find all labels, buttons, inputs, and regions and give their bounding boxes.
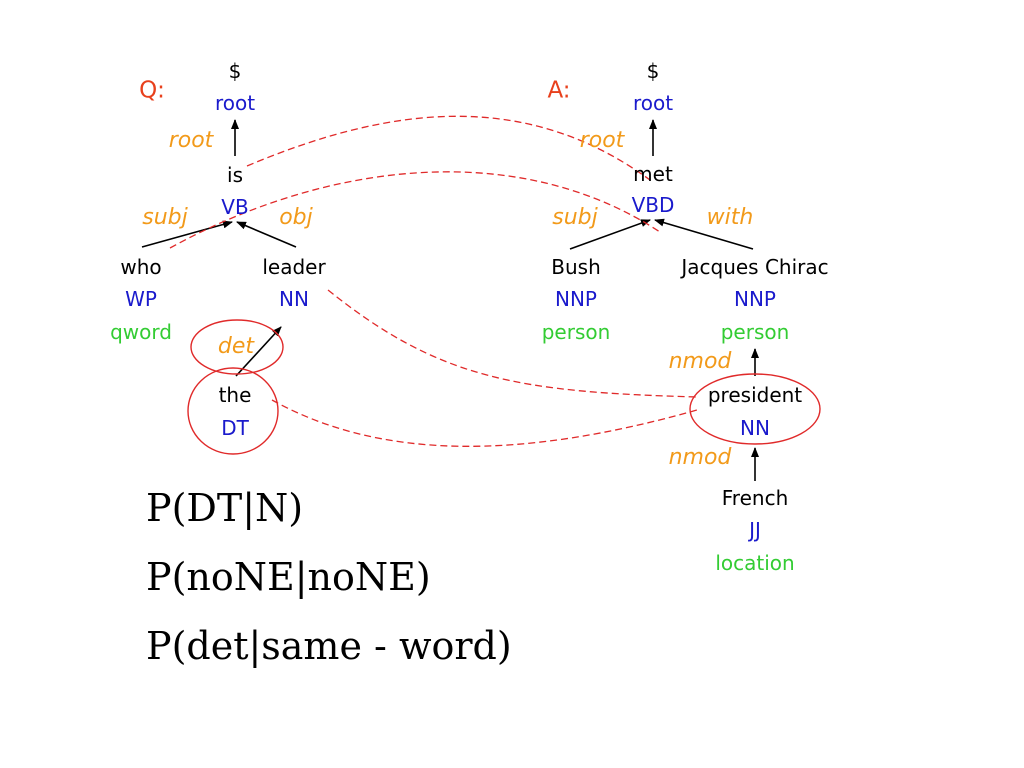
formula-det-given-same-word: P(det|same - word) — [146, 624, 512, 668]
q-pos-who: WP — [125, 287, 157, 311]
q-word-who: who — [120, 255, 162, 279]
q-subj-arrow — [141, 220, 233, 248]
q-root-symbol: $ — [228, 59, 242, 83]
a-word-french: French — [721, 486, 789, 510]
a-rel-subj: subj — [552, 205, 598, 230]
alignment-leader-president — [327, 289, 698, 398]
answer-marker: A: — [547, 77, 571, 104]
a-pos-met: VBD — [631, 193, 675, 217]
a-with-arrow — [654, 218, 754, 250]
q-pos-the: DT — [221, 416, 249, 440]
alignment-the-president — [271, 399, 698, 447]
a-word-met: met — [633, 162, 673, 186]
a-word-bush: Bush — [551, 255, 601, 279]
a-word-chirac: Jacques Chirac — [681, 255, 829, 279]
q-word-is: is — [227, 163, 243, 187]
president-highlight-circle — [689, 373, 821, 445]
q-ne-who: qword — [110, 320, 172, 344]
a-root-pos: root — [632, 91, 674, 115]
formula-dt-given-n: P(DT|N) — [146, 486, 304, 530]
q-word-the: the — [218, 383, 252, 407]
a-ne-bush: person — [541, 320, 611, 344]
a-pos-bush: NNP — [555, 287, 597, 311]
q-root-pos: root — [214, 91, 256, 115]
q-pos-is: VB — [221, 195, 249, 219]
a-pos-french: JJ — [749, 518, 761, 542]
a-rel-nmod-upper: nmod — [668, 349, 732, 374]
q-word-leader: leader — [262, 255, 326, 279]
a-ne-french: location — [715, 551, 795, 575]
q-rel-subj: subj — [142, 205, 188, 230]
q-obj-arrow — [236, 221, 297, 248]
formula-none-given-none: P(noNE|noNE) — [146, 555, 431, 599]
alignment-subj-with — [169, 171, 661, 249]
q-det-arrow — [235, 326, 282, 377]
alignment-is-met — [246, 115, 651, 181]
a-rel-root: root — [579, 128, 625, 153]
q-rel-obj: obj — [279, 205, 313, 230]
a-pos-chirac: NNP — [734, 287, 776, 311]
question-marker: Q: — [139, 77, 165, 104]
a-pos-president: NN — [740, 416, 770, 440]
a-ne-chirac: person — [720, 320, 790, 344]
a-root-symbol: $ — [646, 59, 660, 83]
det-highlight-circle — [190, 319, 284, 375]
q-pos-leader: NN — [279, 287, 309, 311]
q-rel-root: root — [168, 128, 214, 153]
the-highlight-circle — [187, 367, 279, 455]
q-rel-det: det — [217, 334, 255, 359]
a-rel-nmod-lower: nmod — [668, 445, 732, 470]
a-rel-with: with — [706, 205, 754, 230]
a-subj-arrow — [569, 219, 651, 250]
a-word-president: president — [707, 383, 803, 407]
